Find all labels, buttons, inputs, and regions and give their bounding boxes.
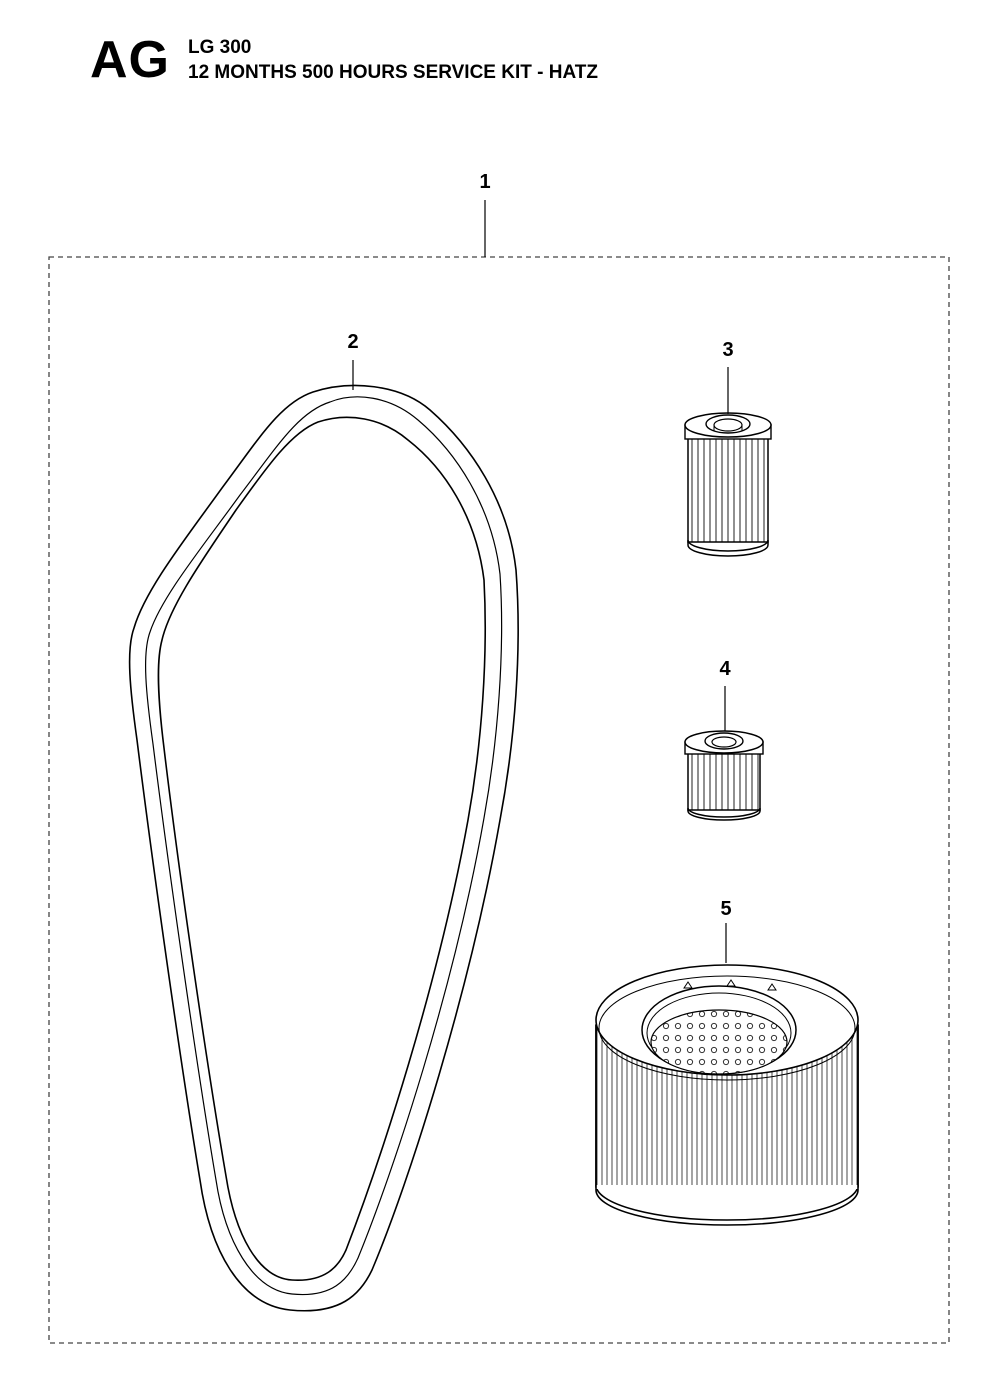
cartridge-filter-short: [684, 730, 764, 821]
air-filter: [595, 964, 859, 1226]
page-title: 12 MONTHS 500 HOURS SERVICE KIT - HATZ: [188, 62, 598, 83]
callout-filter-a: 3: [722, 339, 734, 361]
drive-belt: [128, 384, 519, 1312]
callout-kit: 1: [479, 171, 491, 193]
callout-belt: 2: [347, 331, 359, 353]
callout-air-filter: 5: [720, 898, 732, 920]
callout-filter-b: 4: [719, 658, 731, 680]
page-header: AG LG 300 12 MONTHS 500 HOURS SERVICE KI…: [0, 0, 1000, 110]
section-code: AG: [90, 31, 170, 89]
kit-boundary: [48, 256, 950, 1344]
model-name: LG 300: [188, 37, 252, 58]
cartridge-filter-tall: [684, 412, 772, 557]
